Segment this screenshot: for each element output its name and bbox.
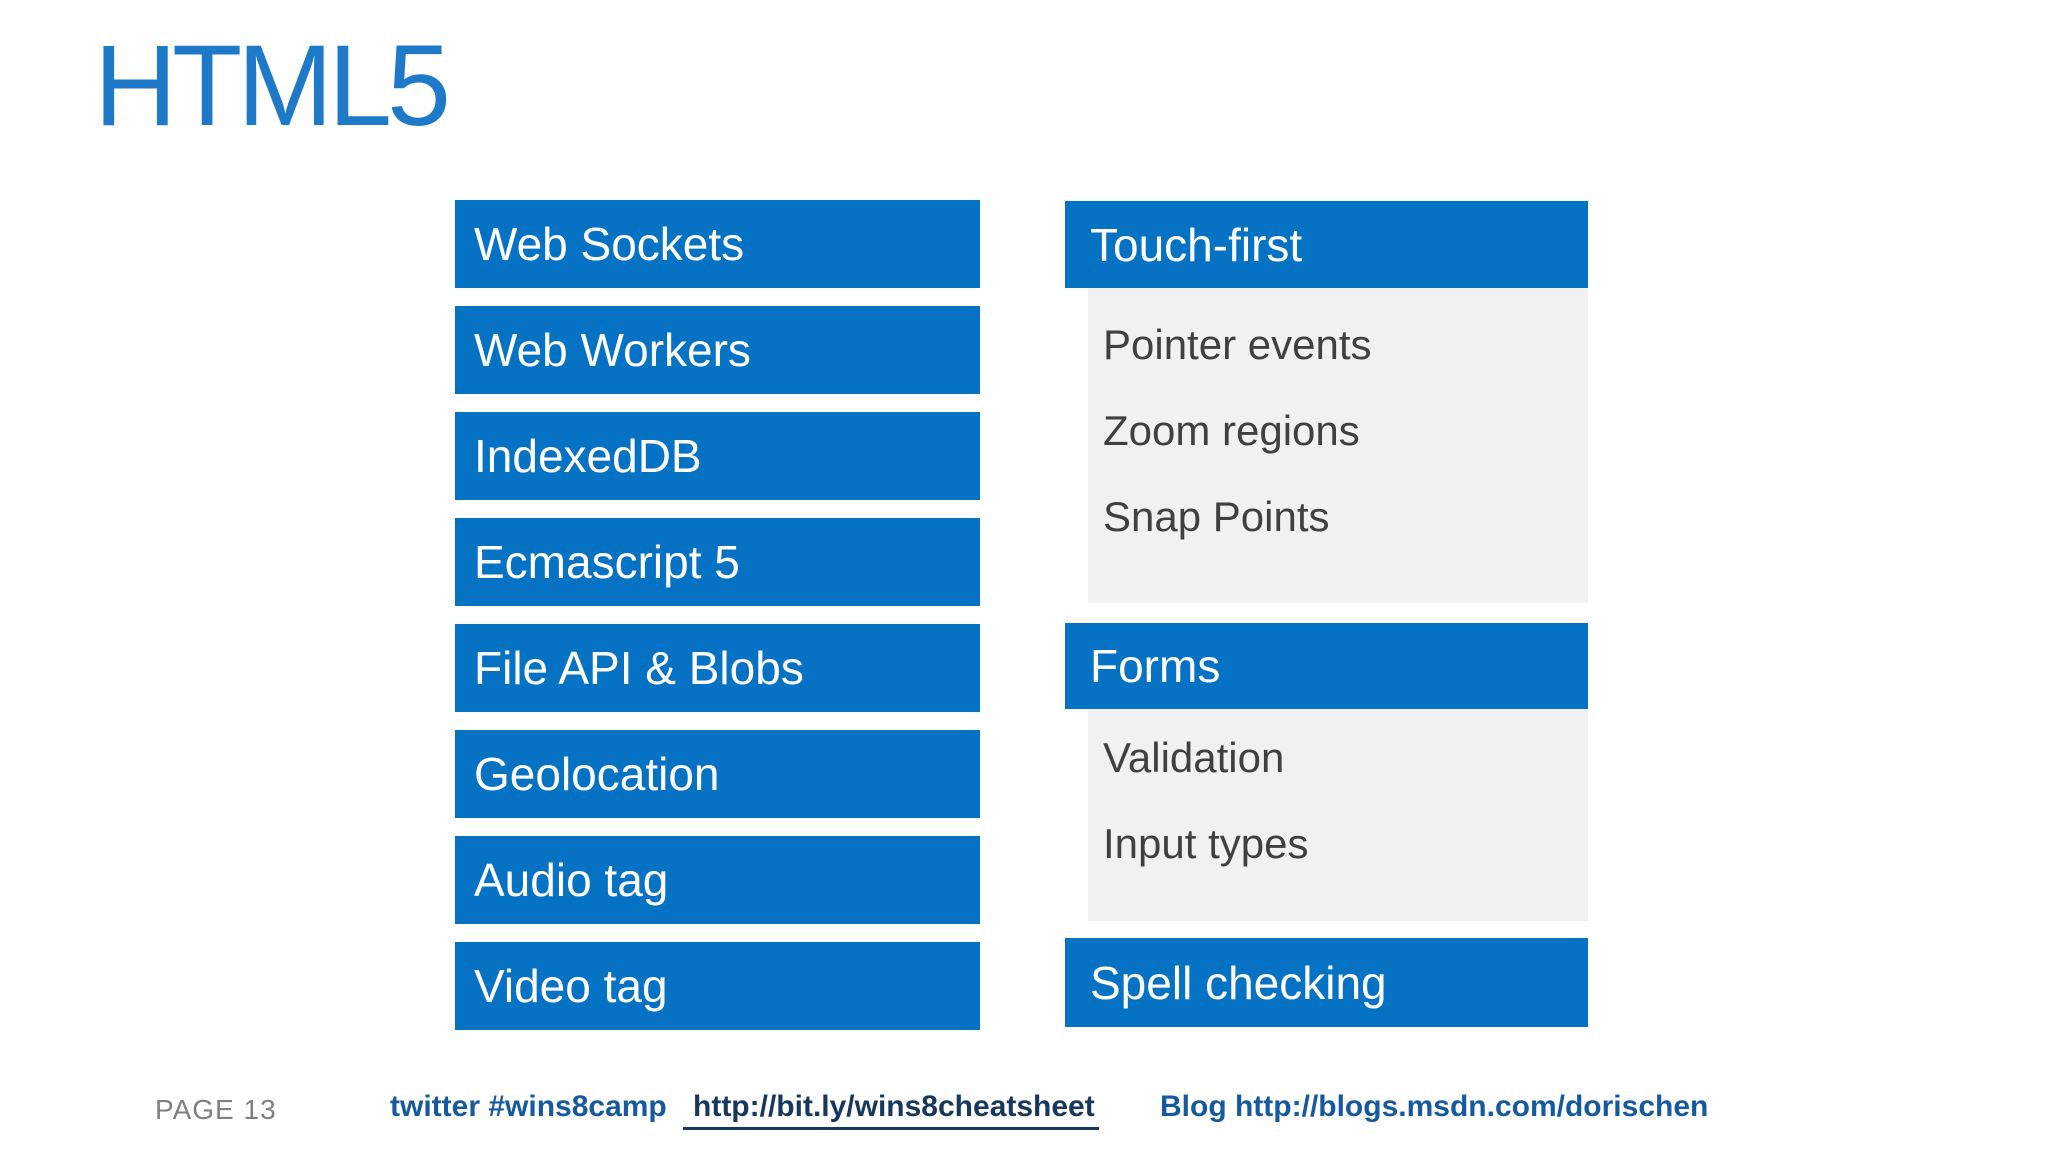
section-header-touch-first: Touch-first (1065, 201, 1588, 288)
section-item-pointer-events: Pointer events (1103, 321, 1372, 368)
feature-list-left: Web Sockets Web Workers IndexedDB Ecmasc… (455, 200, 980, 1030)
section-panel-touch-first: Pointer events Zoom regions Snap Points (1088, 288, 1588, 603)
section-item-snap-points: Snap Points (1103, 493, 1330, 540)
section-panel-forms: Validation Input types (1088, 709, 1588, 921)
section-item-zoom-regions: Zoom regions (1103, 407, 1360, 454)
section-header-spell-checking: Spell checking (1065, 938, 1588, 1027)
slide-title: HTML5 (94, 22, 451, 150)
feature-box-audio-tag: Audio tag (455, 836, 980, 924)
feature-box-video-tag: Video tag (455, 942, 980, 1030)
cheatsheet-link[interactable]: http://bit.ly/wins8cheatsheet (683, 1090, 1099, 1130)
feature-box-indexeddb: IndexedDB (455, 412, 980, 500)
section-header-forms: Forms (1065, 623, 1588, 709)
feature-box-web-sockets: Web Sockets (455, 200, 980, 288)
feature-box-web-workers: Web Workers (455, 306, 980, 394)
section-item-input-types: Input types (1103, 820, 1309, 867)
feature-box-ecmascript-5: Ecmascript 5 (455, 518, 980, 606)
feature-list-right: Touch-first Pointer events Zoom regions … (1065, 201, 1588, 1027)
blog-url: Blog http://blogs.msdn.com/dorischen (1160, 1090, 1709, 1123)
twitter-hashtag: twitter #wins8camp (390, 1090, 667, 1123)
page-number: PAGE 13 (155, 1094, 277, 1125)
feature-box-geolocation: Geolocation (455, 730, 980, 818)
feature-box-file-api-blobs: File API & Blobs (455, 624, 980, 712)
section-item-validation: Validation (1103, 734, 1285, 781)
